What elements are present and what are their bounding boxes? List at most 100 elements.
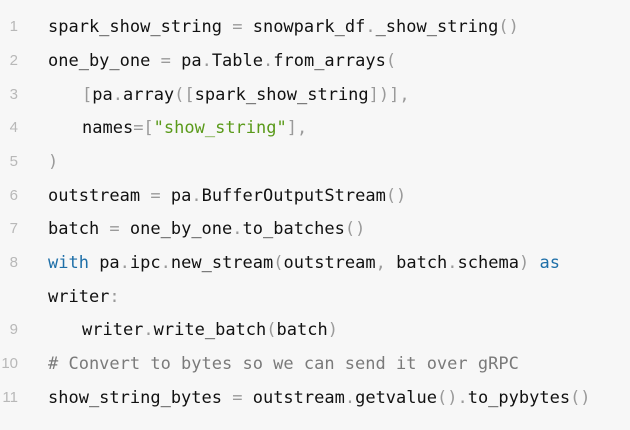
code-token: batch xyxy=(396,253,448,273)
code-text: batch = one_by_one.to_batches() xyxy=(48,214,365,244)
line-number: 11 xyxy=(2,389,18,406)
code-token: () xyxy=(498,17,519,37)
code-token: pa xyxy=(92,85,113,105)
code-token: pa xyxy=(88,253,120,273)
code-token: names xyxy=(82,118,134,138)
code-line: 4 names=["show_string"], xyxy=(0,113,630,143)
code-line: 6 outstream = pa.BufferOutputStream() xyxy=(0,181,630,211)
code-token: writer xyxy=(48,287,110,307)
code-token: as xyxy=(539,253,560,273)
code-token: . xyxy=(365,17,376,37)
code-token: schema xyxy=(457,253,519,273)
code-text: [pa.array([spark_show_string])], xyxy=(82,80,410,110)
code-token: = xyxy=(99,219,130,239)
code-text: names=["show_string"], xyxy=(82,113,307,143)
code-text: with pa.ipc.new_stream(outstream, batch.… xyxy=(48,248,560,278)
code-line: 11 show_string_bytes = outstream.getvalue… xyxy=(0,383,630,413)
code-text: writer: xyxy=(48,282,120,312)
code-token: writer xyxy=(82,320,144,340)
code-token: () xyxy=(344,219,366,239)
code-token: array xyxy=(122,85,175,105)
line-number: 4 xyxy=(9,119,18,136)
code-token: write_batch xyxy=(153,320,267,340)
code-text: spark_show_string = snowpark_df._show_st… xyxy=(48,12,519,42)
code-token: = xyxy=(222,388,253,408)
code-text: show_string_bytes = outstream.getvalue()… xyxy=(48,383,591,413)
code-token: # Convert to bytes so we can send it ove… xyxy=(48,354,519,374)
code-token: = xyxy=(140,186,171,206)
code-token: = xyxy=(150,51,182,71)
code-text: # Convert to bytes so we can send it ove… xyxy=(48,349,519,379)
code-text: writer.write_batch(batch) xyxy=(82,315,338,345)
code-token: one_by_one xyxy=(48,51,151,71)
code-text: ) xyxy=(48,147,58,177)
code-token: batch xyxy=(276,320,328,340)
code-token: pa xyxy=(181,51,202,71)
line-number: 7 xyxy=(9,220,18,237)
code-token: pa xyxy=(170,186,192,206)
code-token: ipc xyxy=(129,253,161,273)
code-token: . xyxy=(191,186,202,206)
code-token: spark_show_string xyxy=(194,85,369,105)
code-token: (). xyxy=(436,388,468,408)
code-line: writer: xyxy=(0,282,630,312)
code-token: outstream xyxy=(283,253,376,273)
code-token: Table xyxy=(211,51,263,71)
line-number: 6 xyxy=(9,187,18,204)
code-token: () xyxy=(570,388,591,408)
line-number: 10 xyxy=(1,355,18,372)
code-token: batch xyxy=(48,219,100,239)
code-token: ) xyxy=(518,253,540,273)
code-token: show_string_bytes xyxy=(48,388,222,408)
code-token: ( xyxy=(266,320,277,340)
code-token: "show_string" xyxy=(153,118,287,138)
code-text: one_by_one = pa.Table.from_arrays( xyxy=(48,46,396,76)
line-number: 3 xyxy=(9,86,18,103)
code-token: ) xyxy=(327,320,338,340)
code-token: , xyxy=(375,253,397,273)
code-line: 9 writer.write_batch(batch) xyxy=(0,315,630,345)
line-number: 5 xyxy=(9,153,18,170)
code-token: ( xyxy=(385,51,397,71)
code-token: new_stream xyxy=(170,253,274,273)
code-line: 10 # Convert to bytes so we can send it o… xyxy=(0,349,630,379)
code-token: ([ xyxy=(174,85,195,105)
code-token: spark_show_string xyxy=(48,17,222,37)
code-token: to_batches xyxy=(242,219,345,239)
code-token: : xyxy=(109,287,120,307)
code-token: = xyxy=(222,17,253,37)
code-token: . xyxy=(263,51,274,71)
code-token: . xyxy=(143,320,154,340)
code-token: with xyxy=(48,253,89,273)
code-token: . xyxy=(160,253,171,273)
code-token: . xyxy=(232,219,243,239)
code-token: one_by_one xyxy=(129,219,233,239)
code-token: ( xyxy=(273,253,284,273)
code-token: getvalue xyxy=(355,388,437,408)
line-number: 1 xyxy=(9,18,18,35)
code-token: from_arrays xyxy=(273,51,386,71)
code-token: . xyxy=(344,388,356,408)
code-token: ], xyxy=(286,118,308,138)
code-line: 5) xyxy=(0,147,630,177)
code-line: 7 batch = one_by_one.to_batches() xyxy=(0,214,630,244)
code-token: . xyxy=(112,85,123,105)
code-token: to_pybytes xyxy=(467,388,571,408)
code-token: =[ xyxy=(133,118,154,138)
code-line: 1 spark_show_string = snowpark_df._show_s… xyxy=(0,12,630,42)
code-token: . xyxy=(201,51,212,71)
line-number: 8 xyxy=(9,254,18,271)
line-number: 2 xyxy=(9,52,18,69)
line-number: 9 xyxy=(9,321,18,338)
code-token: [ xyxy=(82,85,93,105)
code-token: ) xyxy=(48,152,59,172)
code-token: ])], xyxy=(368,85,410,105)
code-token: . xyxy=(119,253,130,273)
code-line: 3 [pa.array([spark_show_string])], xyxy=(0,80,630,110)
code-token: _show_string xyxy=(375,17,499,37)
code-token: outstream xyxy=(252,388,345,408)
code-text: outstream = pa.BufferOutputStream() xyxy=(48,181,406,211)
